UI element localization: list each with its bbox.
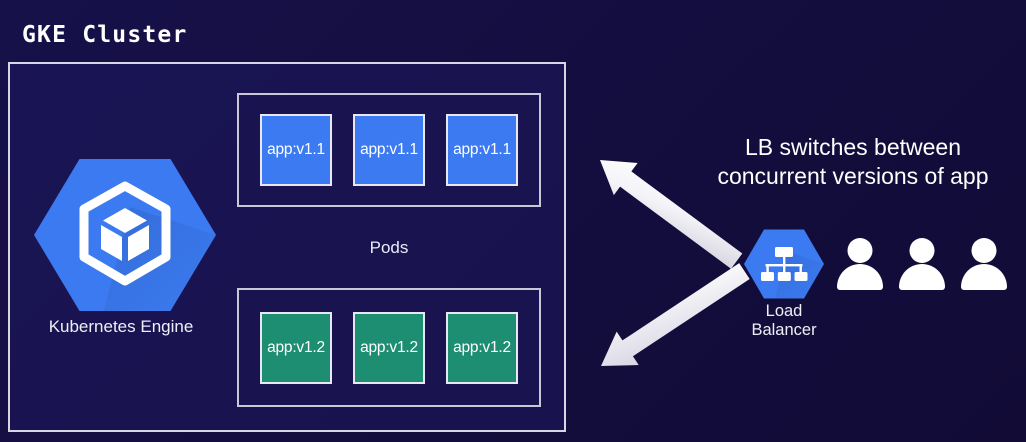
- user-icon: [898, 238, 946, 292]
- kubernetes-engine-hexagon-icon: [34, 155, 216, 315]
- load-balancer-label: Load Balancer: [735, 302, 833, 340]
- users-group: [836, 232, 1008, 292]
- user-icon: [960, 238, 1008, 292]
- load-balancer-hexagon-icon: [744, 228, 824, 300]
- user-icon-head: [847, 238, 873, 263]
- pod-group-v1-2: app:v1.2 app:v1.2 app:v1.2: [237, 288, 541, 407]
- load-balancer-label-line-1: Load: [765, 302, 803, 320]
- load-balancer-label-line-2: Balancer: [751, 320, 817, 339]
- pods-label: Pods: [369, 238, 409, 257]
- pod-app-v1-2[interactable]: app:v1.2: [446, 311, 518, 384]
- user-icon-body: [837, 264, 883, 290]
- user-icon-body: [899, 264, 945, 290]
- pod-group-v1-1: app:v1.1 app:v1.1 app:v1.1: [237, 93, 541, 207]
- page-title: GKE Cluster: [22, 22, 188, 48]
- user-icon: [836, 238, 884, 292]
- kubernetes-engine-node: Kubernetes Engine: [28, 155, 216, 340]
- user-icon-body: [961, 264, 1007, 290]
- pod-app-v1-2[interactable]: app:v1.2: [260, 311, 332, 384]
- pod-row: app:v1.1 app:v1.1 app:v1.1: [239, 95, 539, 205]
- load-balancer-node: Load Balancer: [735, 228, 833, 350]
- pod-app-v1-1[interactable]: app:v1.1: [260, 114, 332, 186]
- kubernetes-engine-label: Kubernetes Engine: [48, 317, 194, 336]
- pod-row: app:v1.2 app:v1.2 app:v1.2: [239, 290, 539, 405]
- pod-app-v1-1[interactable]: app:v1.1: [353, 114, 425, 186]
- lb-caption-line-1: LB switches between: [744, 134, 962, 160]
- user-icon-head: [971, 238, 997, 263]
- pod-app-v1-2[interactable]: app:v1.2: [353, 311, 425, 384]
- lb-caption-line-2: concurrent versions of app: [717, 162, 989, 189]
- pod-app-v1-1[interactable]: app:v1.1: [446, 114, 518, 186]
- user-icon-head: [909, 238, 935, 263]
- arrow-to-v1-2: [601, 263, 750, 366]
- lb-caption: LB switches between concurrent versions …: [688, 133, 1018, 191]
